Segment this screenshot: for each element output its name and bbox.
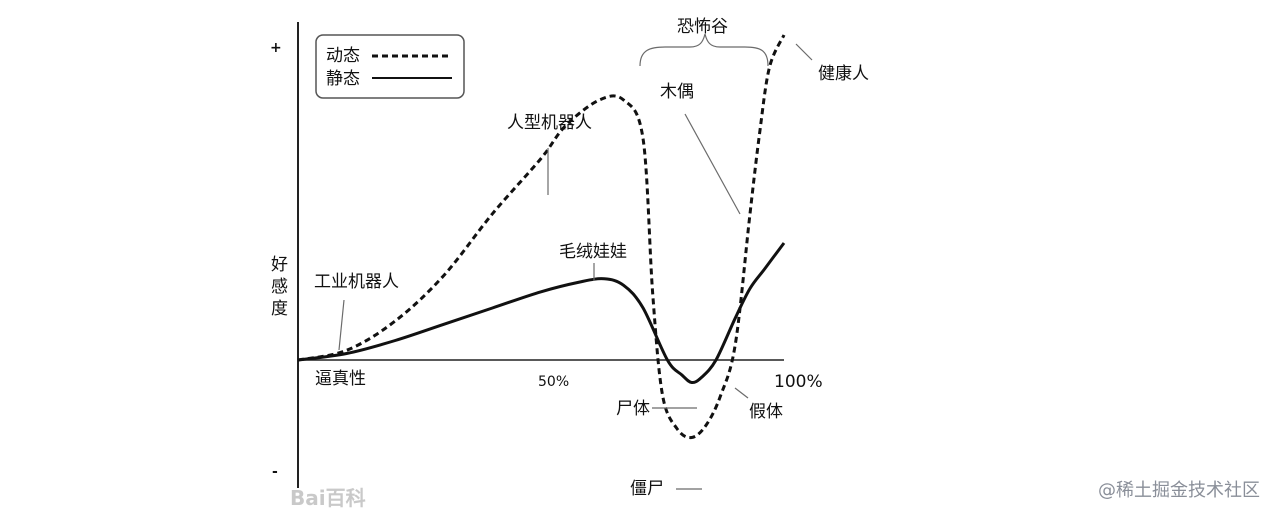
annotation-humanoid-robot: 人型机器人 <box>507 113 592 133</box>
callout-puppet <box>684 113 741 215</box>
annotation-plush-toy: 毛绒娃娃 <box>559 242 627 262</box>
annotation-prosthetic: 假体 <box>749 402 783 422</box>
annotation-uncanny-valley: 恐怖谷 <box>677 17 728 37</box>
annotation-industrial-robot: 工业机器人 <box>314 272 399 292</box>
x-axis-label: 逼真性 <box>315 369 366 389</box>
callout-industrial <box>338 299 345 351</box>
footer-watermark: @稀土掘金技术社区 <box>1098 480 1260 501</box>
legend-dynamic-label: 动态 <box>326 46 360 66</box>
x-tick-50: 50% <box>538 374 569 390</box>
series-static-line <box>297 242 786 385</box>
baidu-watermark: Bai百科 <box>290 486 366 510</box>
annotation-healthy-person: 健康人 <box>818 64 869 84</box>
legend-static-label: 静态 <box>326 69 360 89</box>
uncanny-valley-brace <box>639 33 769 67</box>
y-axis-plus: + <box>270 40 282 56</box>
series-dynamic-line <box>297 34 786 440</box>
annotation-corpse: 尸体 <box>616 399 650 419</box>
y-axis-label: 好感度 <box>271 255 288 319</box>
annotation-puppet: 木偶 <box>660 82 694 102</box>
callout-prosthetic <box>734 387 749 399</box>
x-tick-100: 100% <box>774 372 823 392</box>
callout-healthy <box>795 43 813 61</box>
y-axis-minus: - <box>272 464 278 480</box>
legend-box <box>315 34 465 99</box>
legend: 动态 静态 <box>315 34 465 99</box>
annotation-zombie: 僵尸 <box>630 479 664 499</box>
